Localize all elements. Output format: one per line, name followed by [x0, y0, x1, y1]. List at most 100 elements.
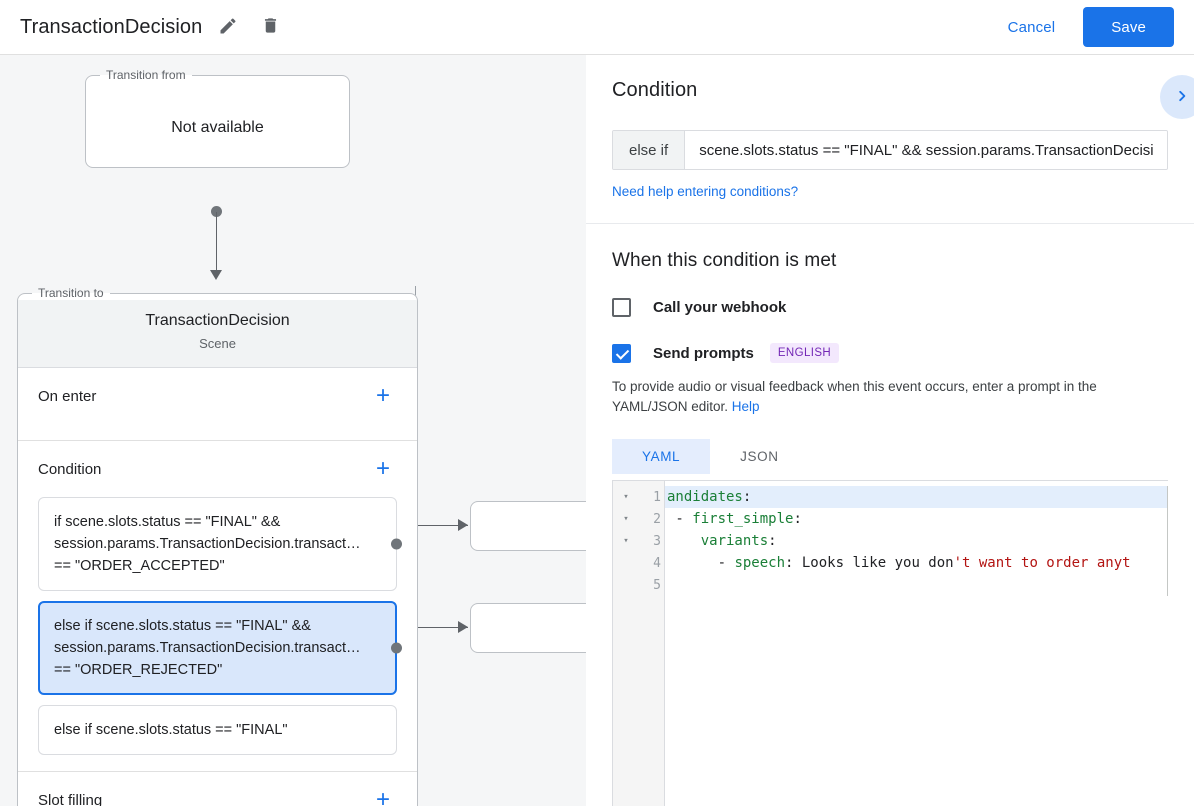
call-webhook-checkbox[interactable] [612, 298, 631, 317]
condition-card[interactable]: if scene.slots.status == "FINAL" && sess… [38, 497, 402, 591]
editor-code-line: - first_simple: [665, 508, 1168, 530]
edge-line-1 [398, 525, 468, 526]
transition-to-legend: Transition to [38, 286, 104, 300]
send-prompts-row[interactable]: Send prompts ENGLISH [612, 343, 1168, 363]
call-webhook-label: Call your webhook [653, 299, 787, 316]
panel-header-area: Condition else if Need help entering con… [586, 55, 1194, 224]
editor-token: - [667, 511, 693, 527]
section-slot-filling: Slot filling + Slot validation [18, 772, 417, 806]
editor-token: andidates [667, 489, 743, 505]
editor-token: speech [734, 555, 786, 571]
add-slot-filling-button[interactable]: + [369, 786, 397, 806]
section-title-on-enter: On enter [38, 387, 97, 405]
section-header-on-enter: On enter + [38, 368, 397, 424]
condition-card-port [390, 642, 402, 654]
editor-token: : [742, 489, 752, 505]
condition-details-panel: Condition else if Need help entering con… [586, 55, 1194, 806]
prompts-help-link[interactable]: Help [731, 399, 760, 414]
editor-code-line: andidates: [665, 486, 1168, 508]
prompts-hint-text: To provide audio or visual feedback when… [612, 379, 1097, 414]
editor-gutter-line: ▾3 [613, 530, 664, 552]
section-title-condition: Condition [38, 460, 102, 478]
page-title: TransactionDecision [20, 15, 203, 38]
transition-from-node[interactable]: Transition from Not available [85, 68, 350, 168]
editor-code-line: - speech: Looks like you don't want to o… [665, 552, 1168, 574]
expand-panel-button[interactable] [1160, 75, 1194, 119]
connector-arrow-down [210, 270, 222, 280]
connector-dot-from [211, 206, 222, 217]
target-node-2[interactable] [470, 603, 586, 653]
save-button[interactable]: Save [1083, 7, 1174, 47]
editor-token: 't want to order anyt [953, 555, 1131, 571]
prompts-hint: To provide audio or visual feedback when… [612, 377, 1162, 417]
editor-line-number: 2 [653, 511, 661, 527]
editor-token: : [785, 555, 802, 571]
condition-card-selected[interactable]: else if scene.slots.status == "FINAL" &&… [38, 601, 402, 695]
condition-input-row[interactable]: else if [612, 130, 1168, 170]
fold-triangle-icon[interactable]: ▾ [623, 536, 629, 546]
edge-line-2 [398, 627, 468, 628]
add-on-enter-button[interactable]: + [369, 382, 397, 410]
scene-name: TransactionDecision [145, 312, 290, 329]
condition-card[interactable]: else if scene.slots.status == "FINAL" [38, 705, 397, 755]
send-prompts-label: Send prompts [653, 344, 754, 362]
section-title-slot-filling: Slot filling [38, 791, 103, 806]
add-condition-button[interactable]: + [369, 455, 397, 483]
language-badge: ENGLISH [769, 343, 840, 363]
section-header-slot-filling: Slot filling + [38, 772, 397, 806]
editor-token: : [768, 533, 777, 549]
editor-caret [1167, 486, 1168, 596]
top-bar: TransactionDecision Cancel Save [0, 0, 1194, 55]
scene-type: Scene [199, 336, 236, 351]
scene-card-header[interactable]: TransactionDecision Scene [18, 300, 417, 368]
condition-input[interactable] [685, 131, 1167, 169]
editor-line-number: 3 [653, 533, 661, 549]
panel-body: When this condition is met Call your web… [586, 224, 1194, 806]
condition-prefix-label: else if [613, 131, 686, 169]
editor-code-line [665, 574, 1168, 596]
transition-to-node: Transition to TransactionDecision Scene … [17, 286, 418, 806]
edge-arrow-1 [458, 519, 468, 531]
fold-triangle-icon[interactable]: ▾ [623, 492, 629, 502]
webhook-row[interactable]: Call your webhook [612, 298, 1168, 317]
editor-line-number: 1 [653, 489, 661, 505]
editor-gutter-line: ▾1 [613, 486, 664, 508]
delete-button[interactable] [254, 11, 286, 43]
chevron-right-icon [1171, 85, 1193, 110]
connector-line-vertical [216, 212, 217, 276]
send-prompts-checkbox[interactable] [612, 343, 631, 363]
target-node-1[interactable] [470, 501, 586, 551]
fold-triangle-icon[interactable]: ▾ [623, 514, 629, 524]
condition-card-port [390, 538, 402, 550]
editor-line-number: 5 [653, 577, 661, 593]
section-condition: Condition + if scene.slots.status == "FI… [18, 441, 417, 772]
editor-gutter-line: 5 [613, 574, 664, 596]
editor-gutter-line: 4 [613, 552, 664, 574]
editor-token [667, 533, 701, 549]
transition-from-value: Not available [171, 119, 264, 136]
condition-card-text: else if scene.slots.status == "FINAL" [54, 722, 288, 738]
condition-card-text: else if scene.slots.status == "FINAL" &&… [54, 618, 361, 678]
editor-token: : [793, 511, 802, 527]
editor-token: - [667, 555, 735, 571]
pencil-icon [218, 16, 238, 39]
condition-help-link[interactable]: Need help entering conditions? [612, 184, 799, 199]
editor-token: first_simple [692, 511, 794, 527]
tab-yaml[interactable]: YAML [612, 439, 711, 474]
editor-format-tabs: YAML JSON [612, 439, 1168, 474]
edit-title-button[interactable] [212, 11, 244, 43]
panel-title: Condition [612, 79, 698, 101]
editor-token: Looks like you don [801, 555, 954, 571]
when-condition-met-heading: When this condition is met [612, 250, 837, 271]
editor-code-area[interactable]: andidates: - first_simple: variants: - s… [665, 481, 1168, 806]
editor-gutter-line: ▾2 [613, 508, 664, 530]
tab-json[interactable]: JSON [740, 449, 779, 464]
cancel-button[interactable]: Cancel [994, 11, 1070, 44]
section-header-condition: Condition + [38, 441, 397, 497]
editor-code-line: variants: [665, 530, 1168, 552]
scene-graph-canvas[interactable]: Transition from Not available Transition… [0, 55, 586, 806]
trash-icon [261, 16, 280, 38]
